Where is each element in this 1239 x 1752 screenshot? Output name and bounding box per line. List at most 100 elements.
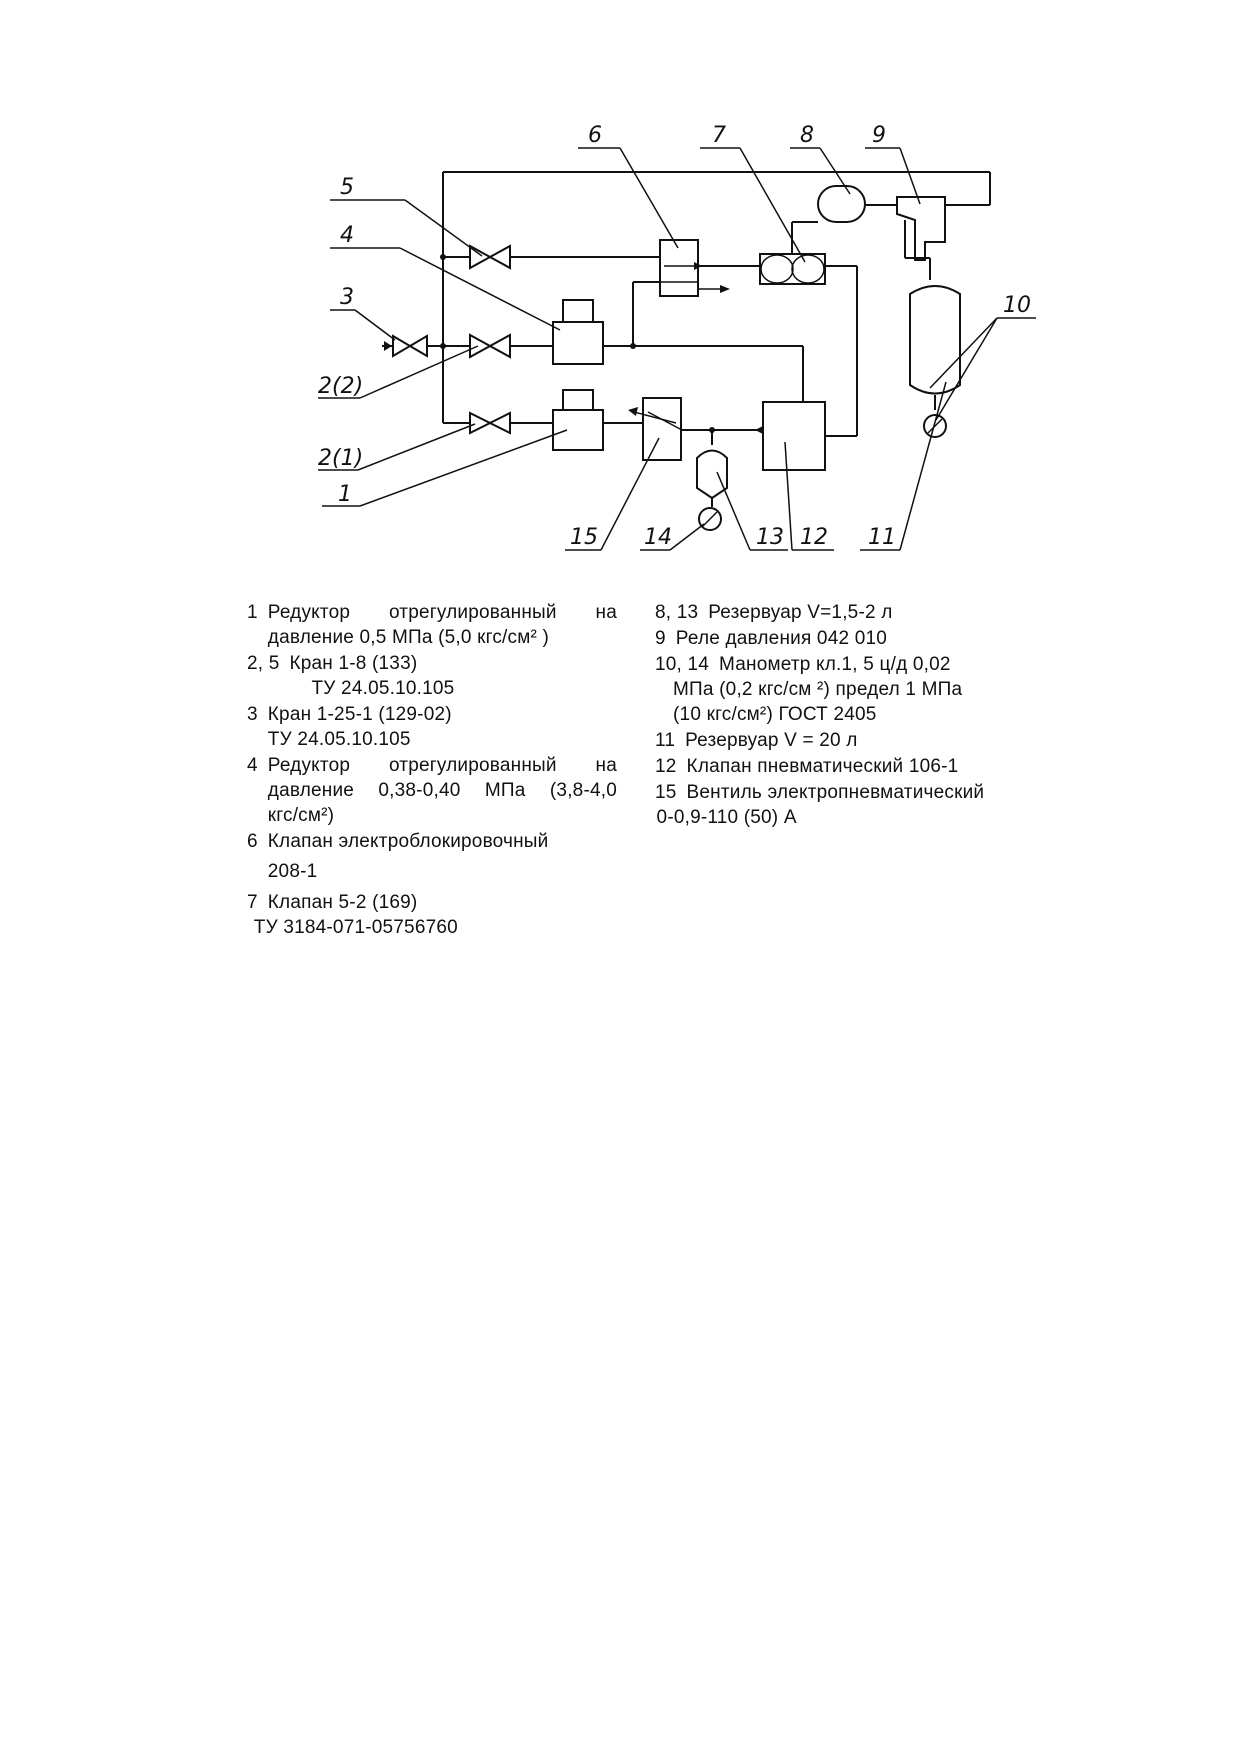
gauge-10-needle xyxy=(927,418,943,434)
legend-number: 10, 14 xyxy=(655,654,710,675)
relay-9 xyxy=(896,196,946,261)
callout-1: 1 xyxy=(322,429,568,507)
legend-item: 7 Клапан 5-2 (169) ТУ 3184-071-05756760 xyxy=(247,890,617,940)
legend-line: Редуктор отрегулированный на xyxy=(267,602,617,623)
legend-item: 8, 13 Резервуар V=1,5-2 л xyxy=(655,600,1075,625)
svg-text:5: 5 xyxy=(340,175,354,200)
legend-number: 9 xyxy=(655,628,666,649)
valve-2-1 xyxy=(469,411,511,435)
legend-text: Манометр кл.1, 5 ц/д 0,02 МПа (0,2 кгс/с… xyxy=(673,652,1075,727)
legend-line: 208-1 xyxy=(267,861,318,882)
block-12 xyxy=(762,401,826,471)
callout-4: 4 xyxy=(330,223,561,331)
valve-2-2 xyxy=(469,333,511,359)
legend-number: 12 xyxy=(655,756,677,777)
legend-line: Клапан 5-2 (169) xyxy=(267,892,418,913)
block-7-ellipse-a xyxy=(760,254,794,284)
legend-line: Редуктор отрегулированный на xyxy=(267,755,617,776)
legend-line: ТУ 24.05.10.105 xyxy=(267,729,411,750)
gauge-14-needle xyxy=(702,511,718,527)
legend-line: Клапан пневматический 106-1 xyxy=(686,756,959,777)
legend-item: 3 Кран 1-25-1 (129-02) ТУ 24.05.10.105 xyxy=(247,702,617,752)
legend-text: Вентиль электропневматический 0-0,9-110 … xyxy=(657,780,1075,830)
legend-number: 11 xyxy=(655,730,676,751)
callout-2-1: 2(1) xyxy=(318,423,476,471)
callout-3: 3 xyxy=(330,285,396,341)
svg-text:2(1): 2(1) xyxy=(318,446,363,471)
legend-number: 15 xyxy=(655,782,677,803)
legend-left: 1 Редуктор отрегулированный на давление … xyxy=(247,600,617,941)
reducer-4 xyxy=(552,321,604,365)
callout-13: 13 xyxy=(716,471,788,551)
reservoir-13 xyxy=(696,449,728,500)
reducer-4-top xyxy=(562,299,594,323)
legend-text: Кран 1-25-1 (129-02) ТУ 24.05.10.105 xyxy=(268,702,617,752)
legend-text: Клапан электроблокировочный 208-1 xyxy=(268,829,617,884)
legend-line: Манометр кл.1, 5 ц/д 0,02 xyxy=(719,654,951,675)
legend-line: Вентиль электропневматический xyxy=(686,782,985,803)
legend-text: Клапан 5-2 (169) ТУ 3184-071-05756760 xyxy=(254,890,617,940)
legend-number: 8, 13 xyxy=(655,602,699,623)
callout-14: 14 xyxy=(640,523,705,551)
legend-item: 6 Клапан электроблокировочный 208-1 xyxy=(247,829,617,884)
arrowhead xyxy=(755,426,763,434)
callout-12: 12 xyxy=(784,441,834,551)
legend-text: Редуктор отрегулированный на давление 0,… xyxy=(268,753,617,828)
block-7-ellipse-b xyxy=(791,254,825,284)
callout-6: 6 xyxy=(578,123,679,249)
svg-text:7: 7 xyxy=(712,123,726,148)
svg-text:1: 1 xyxy=(338,482,352,507)
valve-3 xyxy=(392,334,428,358)
callout-9: 9 xyxy=(865,123,921,205)
legend-number: 4 xyxy=(247,755,258,776)
legend-item: 15 Вентиль электропневматический 0-0,9-1… xyxy=(655,780,1075,830)
arrowhead xyxy=(384,341,392,351)
legend-text: Кран 1-8 (133) ТУ 24.05.10.105 xyxy=(290,651,618,701)
legend-item: 1 Редуктор отрегулированный на давление … xyxy=(247,600,617,650)
legend-item: 9 Реле давления 042 010 xyxy=(655,626,1075,651)
arrowhead xyxy=(628,407,638,416)
valve-15 xyxy=(642,397,682,461)
legend-item: 2, 5 Кран 1-8 (133) ТУ 24.05.10.105 xyxy=(247,651,617,701)
legend-line: Клапан электроблокировочный xyxy=(267,831,549,852)
legend-line: Реле давления 042 010 xyxy=(675,628,888,649)
svg-text:3: 3 xyxy=(340,285,354,310)
svg-text:14: 14 xyxy=(644,525,672,550)
pneumatic-schematic: 5 4 3 2(2) 2(1) 1 6 7 8 xyxy=(318,123,1036,551)
callout-7: 7 xyxy=(700,123,806,263)
legend-number: 3 xyxy=(247,704,258,725)
legend-line: МПа (0,2 кгс/см ²) предел 1 МПа xyxy=(673,679,963,700)
legend-line: Резервуар V = 20 л xyxy=(685,730,858,751)
svg-text:4: 4 xyxy=(340,223,354,248)
legend-text: Редуктор отрегулированный на давление 0,… xyxy=(268,600,617,650)
valve-15-arrow xyxy=(633,411,677,424)
reducer-1-top xyxy=(562,389,594,411)
legend-line: ТУ 24.05.10.105 xyxy=(311,678,455,699)
legend-item: 10, 14 Манометр кл.1, 5 ц/д 0,02 МПа (0,… xyxy=(655,652,1075,727)
legend-right: 8, 13 Резервуар V=1,5-2 л 9 Реле давлени… xyxy=(655,600,1075,831)
legend-line: давление 0,5 МПа (5,0 кгс/см² ) xyxy=(267,627,550,648)
gauge-14 xyxy=(698,507,722,531)
legend-line: давление 0,38-0,40 МПа (3,8-4,0 xyxy=(267,780,617,801)
legend-number: 1 xyxy=(247,602,258,623)
svg-text:13: 13 xyxy=(756,525,784,550)
legend-line: Кран 1-25-1 (129-02) xyxy=(267,704,452,725)
legend-line: Кран 1-8 (133) xyxy=(289,653,418,674)
legend-number: 6 xyxy=(247,831,258,852)
junction-dot xyxy=(440,343,446,349)
legend-number: 2, 5 xyxy=(247,653,280,674)
block-6 xyxy=(659,239,699,297)
svg-text:2(2): 2(2) xyxy=(318,374,363,399)
callout-2-2: 2(2) xyxy=(318,345,479,399)
legend-line: ТУ 3184-071-05756760 xyxy=(253,917,458,938)
callout-10: 10 xyxy=(929,293,1036,421)
legend-item: 11 Резервуар V = 20 л xyxy=(655,728,1075,753)
legend-item: 12 Клапан пневматический 106-1 xyxy=(655,754,1075,779)
legend-line: (10 кгс/см²) ГОСТ 2405 xyxy=(673,704,877,725)
legend-line: 0-0,9-110 (50) А xyxy=(656,807,797,828)
legend-number: 7 xyxy=(247,892,258,913)
svg-text:11: 11 xyxy=(868,525,896,550)
legend-item: 4 Редуктор отрегулированный на давление … xyxy=(247,753,617,828)
callout-15: 15 xyxy=(565,437,660,551)
reducer-1 xyxy=(552,409,604,451)
